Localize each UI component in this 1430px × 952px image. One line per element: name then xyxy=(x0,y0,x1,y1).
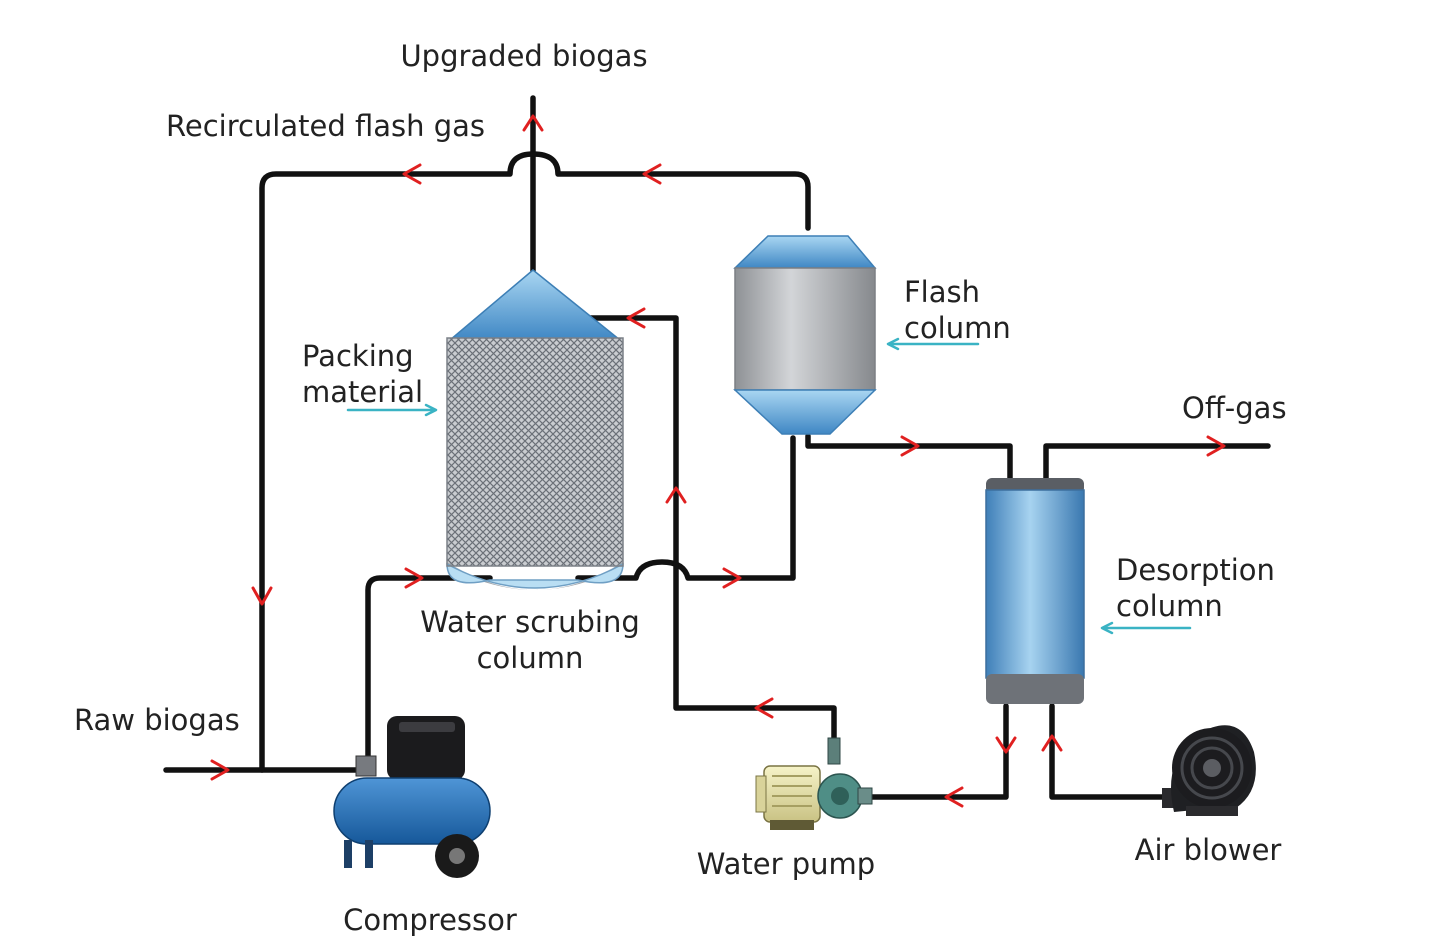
raw-biogas-label: Raw biogas xyxy=(74,703,240,737)
flow-arrow-up-water xyxy=(665,486,687,504)
compressor-tank xyxy=(333,777,491,845)
packing-pointer xyxy=(346,403,438,417)
flash-column-label-line1: Flash xyxy=(904,275,980,309)
flow-arrow-left-recirc-1 xyxy=(402,163,422,185)
flow-arrow-down-desorption xyxy=(995,736,1017,754)
flow-arrow-right-offgas xyxy=(1206,435,1226,457)
flash-pointer xyxy=(886,337,980,351)
flash-top-cone xyxy=(733,235,877,269)
flow-arrow-up-outlet xyxy=(522,114,544,132)
flow-arrow-right-flash-out xyxy=(900,435,920,457)
water-scrubing-column-label-line2: column xyxy=(477,641,584,675)
flash-column xyxy=(733,235,877,435)
compressed-gas-pipe xyxy=(365,575,493,759)
flash-to-desorption-pipe xyxy=(805,433,1013,481)
flow-arrow-right-compressed xyxy=(404,567,424,589)
water-pump-icon xyxy=(755,737,873,830)
upgraded-biogas-label: Upgraded biogas xyxy=(400,39,647,73)
flash-column-label-line2: column xyxy=(904,311,1011,345)
pump-motor xyxy=(763,765,821,823)
flash-body xyxy=(734,267,876,391)
off-gas-label: Off-gas xyxy=(1182,391,1287,425)
packing-material-label-line2: material xyxy=(302,375,423,409)
water-pump-label: Water pump xyxy=(697,847,875,881)
air-blower-icon xyxy=(1162,725,1256,816)
flow-arrow-right-raw xyxy=(210,759,230,781)
air-blower-pipe xyxy=(1049,703,1171,800)
desorption-body xyxy=(985,489,1085,679)
water-scrubing-column-label-line1: Water scrubing xyxy=(420,605,640,639)
recirculated-flash-gas-label: Recirculated flash gas xyxy=(166,109,485,143)
pipe-network xyxy=(163,95,1271,800)
desorption-pointer xyxy=(1100,621,1192,635)
flow-arrow-left-pump-out xyxy=(754,697,774,719)
flow-arrow-up-air xyxy=(1041,734,1063,752)
recirculated-flash-gas-pipe xyxy=(259,151,811,773)
off-gas-pipe xyxy=(1043,443,1271,481)
labels: Upgraded biogas Recirculated flash gas F… xyxy=(74,39,1287,937)
compressor-label: Compressor xyxy=(343,903,517,937)
scrubber-bottom xyxy=(446,562,624,589)
flash-bottom-cone xyxy=(733,389,877,435)
label-pointers xyxy=(346,337,1192,635)
water-scrubbing-column xyxy=(446,269,624,590)
flow-arrow-down-recirc xyxy=(251,586,273,606)
flow-arrow-left-to-pump xyxy=(944,786,964,808)
packing-material-label-line1: Packing xyxy=(302,339,414,373)
desorption-column-label-line1: Desorption xyxy=(1116,553,1275,587)
flow-arrow-right-scrub-out xyxy=(722,567,742,589)
compressor-icon xyxy=(333,716,491,878)
desorption-column-label-line2: column xyxy=(1116,589,1223,623)
scrubber-packing xyxy=(447,338,623,566)
flow-arrow-left-water-top xyxy=(626,307,646,329)
flow-arrow-left-recirc-2 xyxy=(642,163,662,185)
scrubber-top-cone xyxy=(447,269,623,341)
scrubber-to-flash-pipe xyxy=(575,435,796,581)
flow-arrows xyxy=(210,114,1226,808)
desorption-bottom-cap xyxy=(986,674,1084,704)
desorption-to-pump-pipe xyxy=(865,703,1009,800)
desorption-column xyxy=(985,478,1085,704)
air-blower-label: Air blower xyxy=(1135,833,1282,867)
